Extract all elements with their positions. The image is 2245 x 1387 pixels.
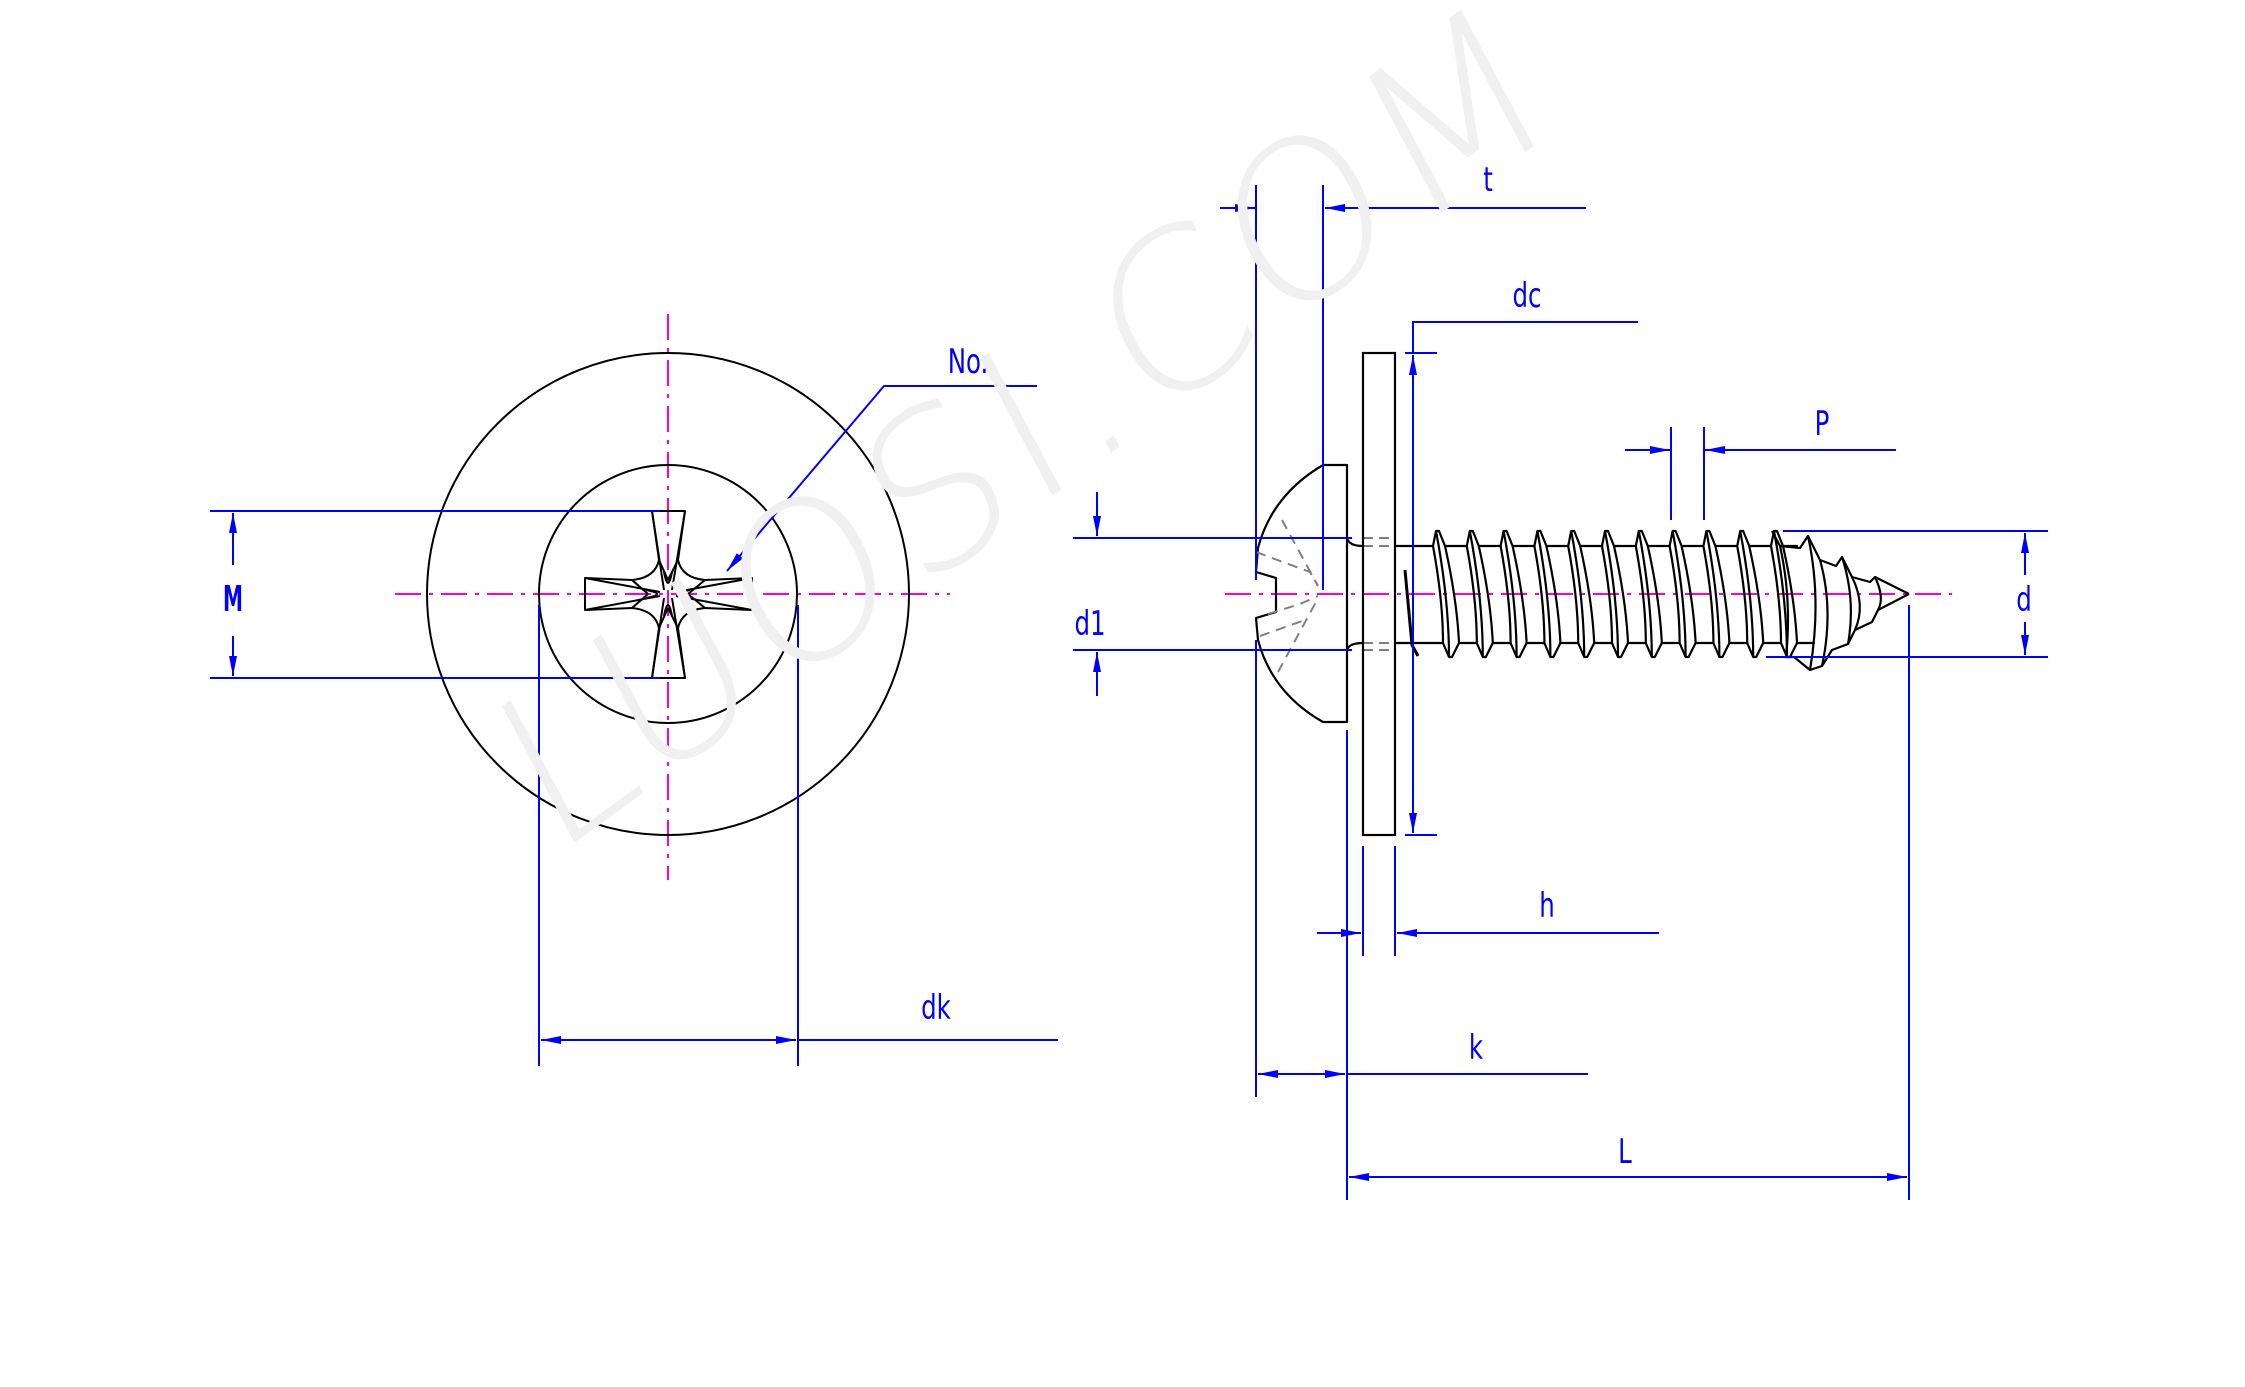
- screw-tip: [1771, 530, 1910, 672]
- shank-hidden-lines: [1363, 537, 1395, 651]
- head-height-dimension: [1255, 640, 1588, 1200]
- length-dimension: [1349, 605, 1910, 1200]
- recess-hidden-lines: [1255, 519, 1319, 673]
- head-diameter-label: dk: [921, 988, 951, 1028]
- side-view: [1073, 185, 2048, 1200]
- recess-number-label: No.: [947, 342, 989, 382]
- washer-thickness-label: h: [1539, 886, 1555, 926]
- washer-diameter-label: dc: [1512, 276, 1542, 316]
- thread-diameter-label: d: [2016, 580, 2032, 620]
- washer-thickness-dimension: [1317, 846, 1659, 956]
- recess-depth-dimension: [1220, 185, 1586, 590]
- shank-diameter-dimension: [1073, 492, 1352, 696]
- head-height-label: k: [1468, 1028, 1484, 1068]
- head-inner-circle: [538, 464, 798, 724]
- shank-diameter-label: d1: [1074, 604, 1106, 644]
- thread-pitch-dimension: [1625, 427, 1896, 520]
- thread-diameter-dimension: [1766, 530, 2048, 658]
- washer: [1361, 351, 1397, 837]
- recess-depth-label: t: [1483, 160, 1493, 200]
- thread-pitch-label: P: [1814, 404, 1830, 444]
- head-diameter-dimension: [538, 605, 1058, 1066]
- phillips-recess-icon: [584, 510, 753, 679]
- head-outer-circle: [426, 352, 910, 836]
- thread-profile: [1428, 529, 1815, 659]
- recess-diameter-label: M: [223, 579, 243, 620]
- recess-number-leader: [726, 385, 1037, 572]
- length-label: L: [1618, 1132, 1632, 1172]
- washer-diameter-dimension: [1405, 321, 1638, 836]
- top-view: [210, 314, 1058, 1066]
- shank-lines: [1345, 537, 1440, 651]
- recess-diameter-dimension: [210, 510, 660, 679]
- top-view-centerlines: [395, 314, 950, 880]
